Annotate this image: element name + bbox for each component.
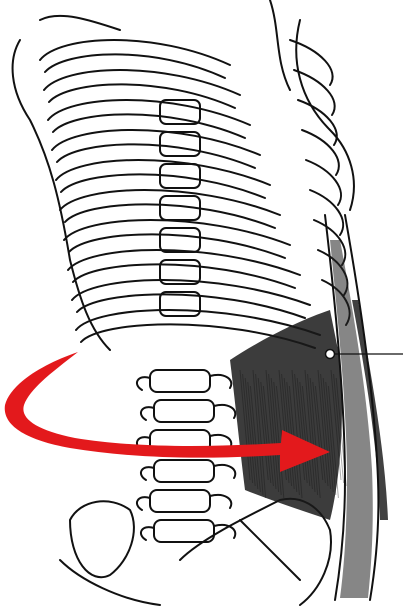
lumbar-vertebra <box>137 490 231 512</box>
vertebra <box>160 100 200 124</box>
rib <box>64 220 290 245</box>
rib <box>40 40 230 65</box>
rib <box>68 250 300 275</box>
rib <box>52 130 260 155</box>
rib-cage <box>13 0 354 350</box>
rib <box>44 70 240 95</box>
rib <box>306 160 341 205</box>
rib <box>48 100 250 125</box>
muscle-band <box>230 215 388 600</box>
pelvis <box>60 499 331 605</box>
rib <box>60 190 280 215</box>
lumbar-vertebra <box>141 460 235 482</box>
lumbar-vertebra <box>141 400 235 422</box>
lumbar-vertebra <box>137 370 231 392</box>
vertebra <box>160 228 200 252</box>
